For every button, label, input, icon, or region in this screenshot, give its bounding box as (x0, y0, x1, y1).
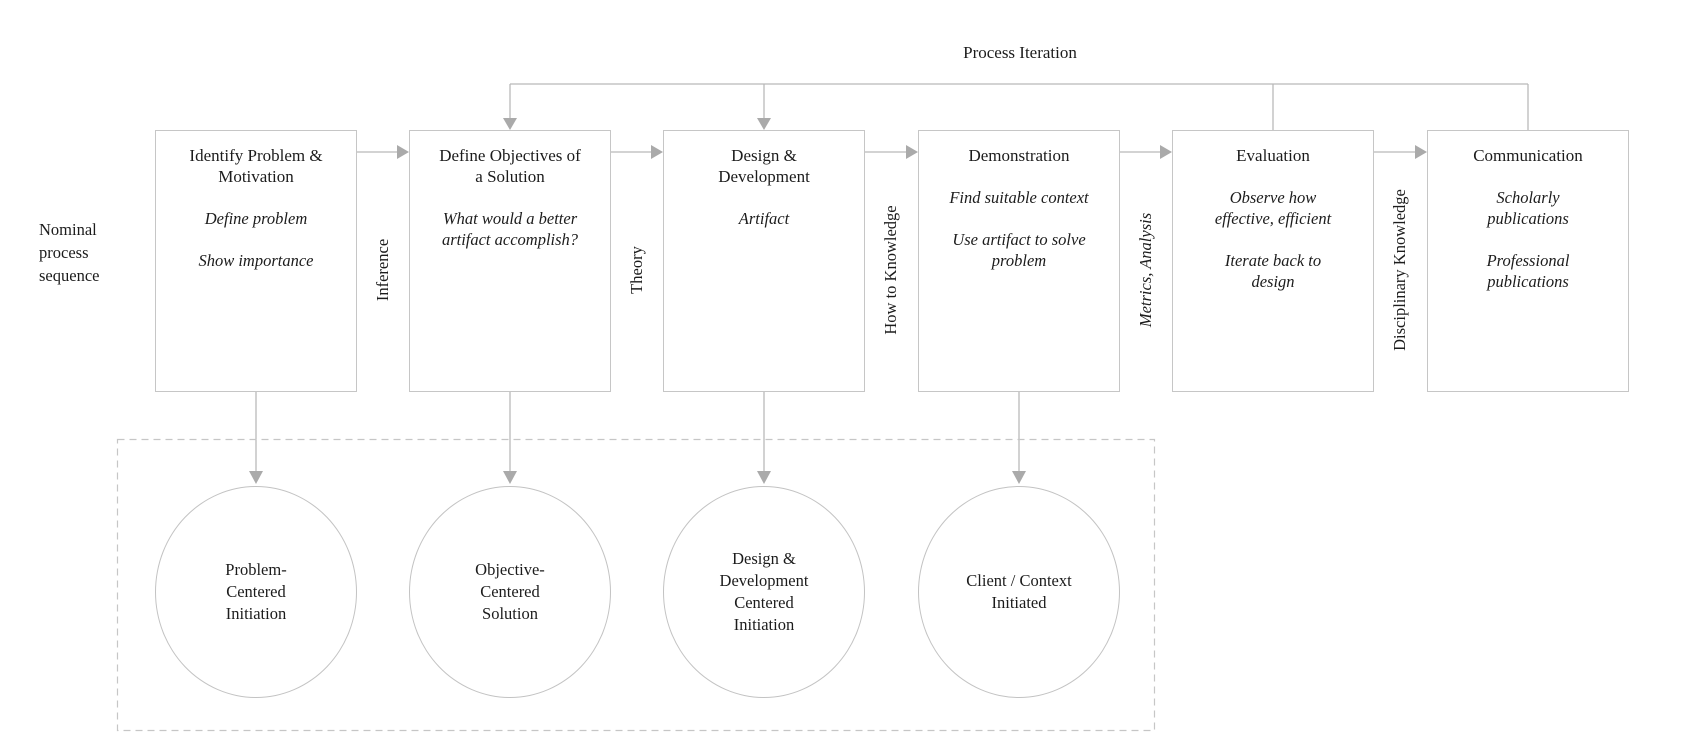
stage-title: Define Objectives of a Solution (439, 146, 581, 186)
entry-points-dashed-boundary (116, 438, 1156, 732)
stage-title: Evaluation (1236, 146, 1310, 165)
stage-box-evaluation: Evaluation Observe how effective, effici… (1172, 130, 1374, 392)
stage-note: Scholarly publications (1487, 188, 1569, 228)
stage-box-demonstration: Demonstration Find suitable context Use … (918, 130, 1120, 392)
transition-label-inference: Inference (373, 238, 392, 302)
stage-title: Communication (1473, 146, 1583, 165)
stage-note: Show importance (198, 251, 314, 270)
stage-note: Iterate back to design (1224, 251, 1322, 291)
stage-note: Define problem (204, 209, 308, 228)
stage-note: Professional publications (1486, 251, 1570, 291)
entry-circle-client-context: Client / Context Initiated (918, 486, 1120, 698)
stage-note: Artifact (738, 209, 790, 228)
transition-label-metrics-analysis: Metrics, Analysis (1136, 212, 1155, 328)
entry-circle-objective-centered: Objective- Centered Solution (409, 486, 611, 698)
transition-label-disciplinary-knowledge: Disciplinary Knowledge (1390, 189, 1409, 351)
stage-title: Design & Development (718, 146, 810, 186)
stage-note: What would a better artifact accomplish? (441, 209, 579, 249)
stage-box-design-development: Design & Development Artifact (663, 130, 865, 392)
process-iteration-label: Process Iteration (963, 43, 1077, 62)
stage-note: Find suitable context (949, 188, 1089, 207)
stage-flow-arrows (357, 145, 1427, 159)
stage-note: Observe how effective, efficient (1214, 188, 1332, 228)
initiation-drop-arrows (249, 392, 1026, 484)
nominal-process-sequence-label: Nominal process sequence (39, 220, 100, 285)
stage-title: Identify Problem & Motivation (189, 146, 323, 186)
stage-box-communication: Communication Scholarly publications Pro… (1427, 130, 1629, 392)
stage-box-identify-problem: Identify Problem & Motivation Define pro… (155, 130, 357, 392)
transition-label-theory: Theory (627, 246, 646, 294)
transition-label-how-to-knowledge: How to Knowledge (881, 205, 900, 335)
entry-circle-design-development-centered: Design & Development Centered Initiation (663, 486, 865, 698)
stage-title: Demonstration (968, 146, 1070, 165)
stage-note: Use artifact to solve problem (952, 230, 1086, 270)
entry-circle-problem-centered: Problem- Centered Initiation (155, 486, 357, 698)
process-iteration-feedback-lines (503, 83, 1529, 130)
stage-box-define-objectives: Define Objectives of a Solution What wou… (409, 130, 611, 392)
